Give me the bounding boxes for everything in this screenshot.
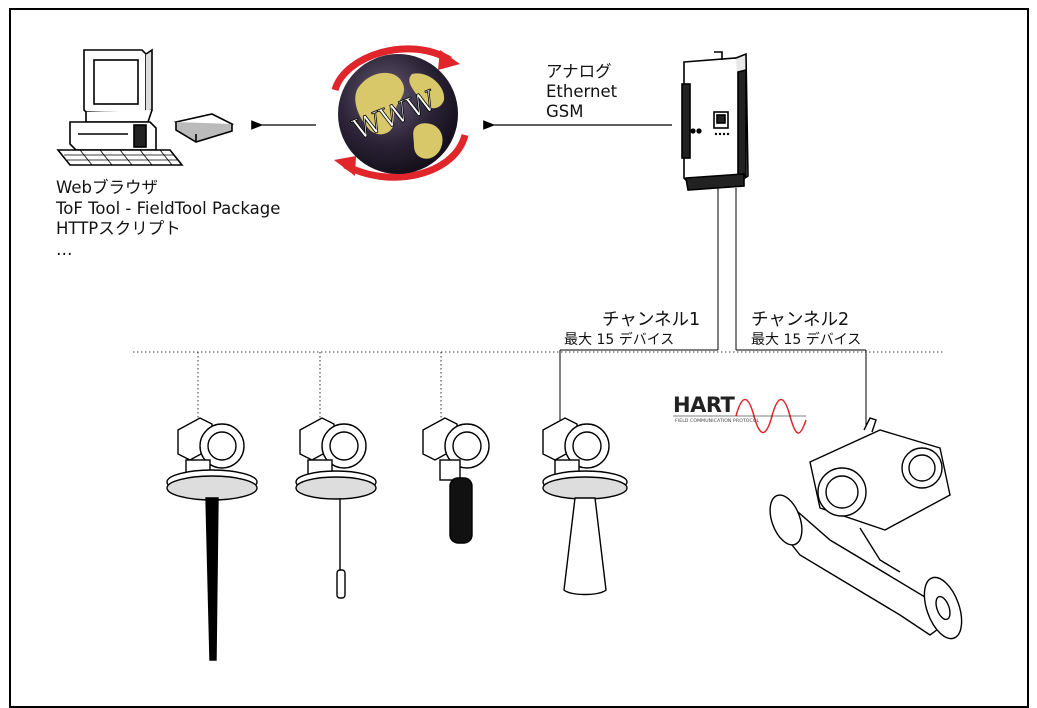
conn-analog: アナログ	[546, 62, 612, 81]
gateway-device-icon	[681, 51, 749, 191]
connection-types: アナログ Ethernet GSM	[546, 62, 617, 122]
hart-logo-text: HART	[673, 393, 735, 417]
level-transmitter-short-probe-icon	[422, 417, 490, 544]
hart-logo: HART FIELD COMMUNICATION PROTOCOL	[673, 393, 759, 424]
conn-gsm: GSM	[546, 102, 584, 121]
world-wide-web-globe-icon: WWW	[331, 45, 469, 181]
radar-transmitter-horn-antenna-icon	[542, 417, 628, 596]
diagram-canvas: WWW	[56, 45, 963, 661]
coriolis-flowmeter-icon	[769, 417, 963, 640]
pc-line-ellipsis: …	[56, 239, 73, 259]
channel-2-label: チャンネル2 最大 15 デバイス	[751, 310, 861, 348]
conn-ethernet: Ethernet	[546, 82, 618, 101]
pc-line-toftool: ToF Tool - FieldTool Package	[56, 198, 281, 218]
hart-wave-icon	[673, 398, 807, 434]
channel-1-subtitle: 最大 15 デバイス	[564, 331, 675, 348]
pc-line-http-script: HTTPスクリプト	[56, 219, 181, 238]
bus-wiring	[133, 188, 945, 425]
channel-1-label: チャンネル1 最大 15 デバイス	[564, 310, 701, 348]
channel-2-subtitle: 最大 15 デバイス	[751, 331, 862, 348]
channel-1-title: チャンネル1	[602, 310, 701, 330]
level-transmitter-cable-probe-icon	[295, 417, 377, 599]
pc-line-web-browser: Webブラウザ	[56, 178, 158, 197]
channel-2-title: チャンネル2	[751, 310, 850, 330]
computer-icon	[56, 48, 235, 166]
pc-software-list: Webブラウザ ToF Tool - FieldTool Package HTT…	[56, 178, 280, 260]
level-transmitter-rod-probe-icon	[166, 417, 258, 661]
hart-tagline: FIELD COMMUNICATION PROTOCOL	[675, 419, 760, 424]
